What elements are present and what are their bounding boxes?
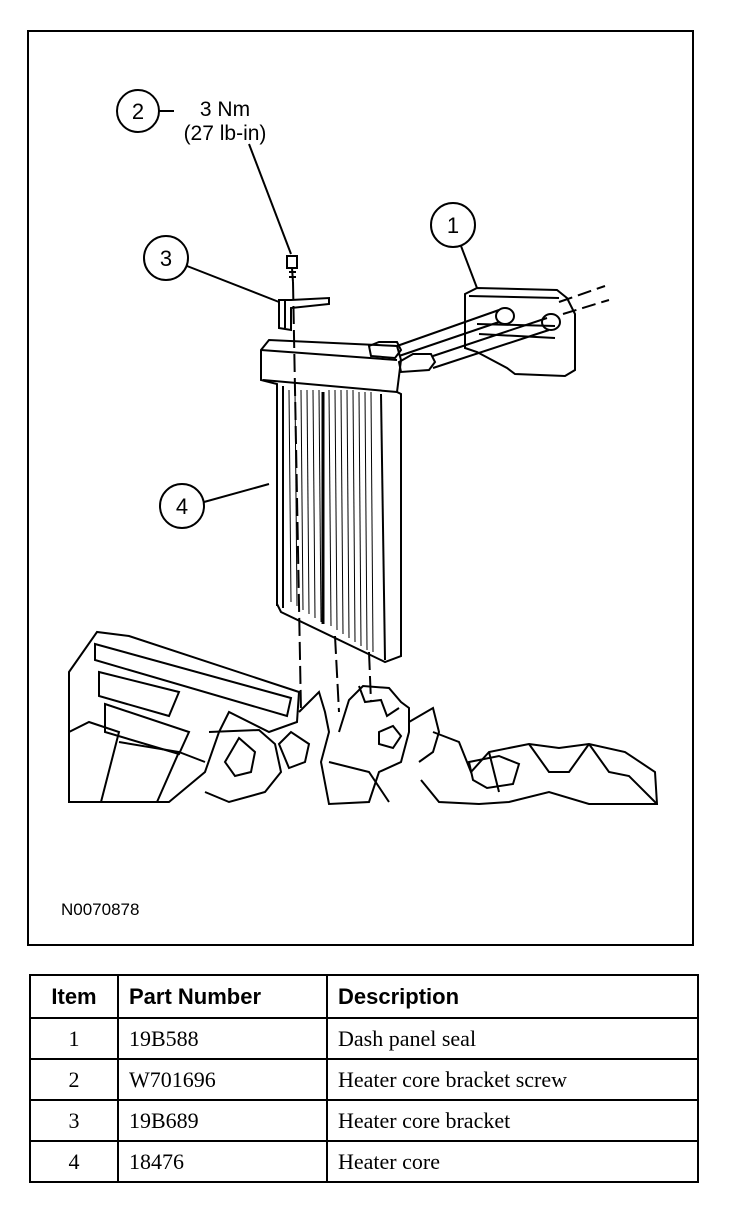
row-part-number: 18476 [117,1140,328,1183]
row-item: 3 [29,1099,119,1142]
bracket-screw [286,255,298,283]
heater-housing [68,630,659,806]
callout-4-number: 4 [176,494,188,519]
callout-3: 3 [143,235,280,303]
callout-1-number: 1 [447,213,459,238]
callout-4: 4 [159,483,270,529]
heater-core [260,338,403,664]
callout-2-number: 2 [132,99,144,124]
callout-2: 2 3 Nm (27 lb-in) [116,89,292,255]
header-description: Description [326,974,699,1019]
figure-id-label: N0070878 [61,900,140,919]
table-row: 4 18476 Heater core [29,1140,699,1183]
heater-core-diagram: 2 3 Nm (27 lb-in) 1 3 4 [68,89,659,806]
heater-core-tubes [367,309,550,374]
parts-table: Item Part Number Description 1 19B588 Da… [29,974,699,1183]
table-row: 3 19B689 Heater core bracket [29,1099,699,1142]
alignment-lines [292,281,372,713]
row-part-number: 19B588 [117,1017,328,1060]
row-item: 1 [29,1017,119,1060]
dash-panel-seal [464,285,610,378]
header-part-number: Part Number [117,974,328,1019]
heater-core-bracket [278,296,330,332]
header-item: Item [29,974,119,1019]
row-item: 2 [29,1058,119,1101]
table-header-row: Item Part Number Description [29,974,699,1019]
row-part-number: W701696 [117,1058,328,1101]
callout-1: 1 [430,202,478,289]
row-item: 4 [29,1140,119,1183]
torque-value-nm: 3 Nm [200,98,250,121]
callout-3-number: 3 [160,246,172,271]
row-description: Heater core bracket [326,1099,699,1142]
table-row: 2 W701696 Heater core bracket screw [29,1058,699,1101]
torque-value-lbin: (27 lb-in) [184,122,267,145]
diagram-frame: 2 3 Nm (27 lb-in) 1 3 4 [27,30,694,946]
row-part-number: 19B689 [117,1099,328,1142]
row-description: Heater core bracket screw [326,1058,699,1101]
row-description: Heater core [326,1140,699,1183]
table-row: 1 19B588 Dash panel seal [29,1017,699,1060]
row-description: Dash panel seal [326,1017,699,1060]
